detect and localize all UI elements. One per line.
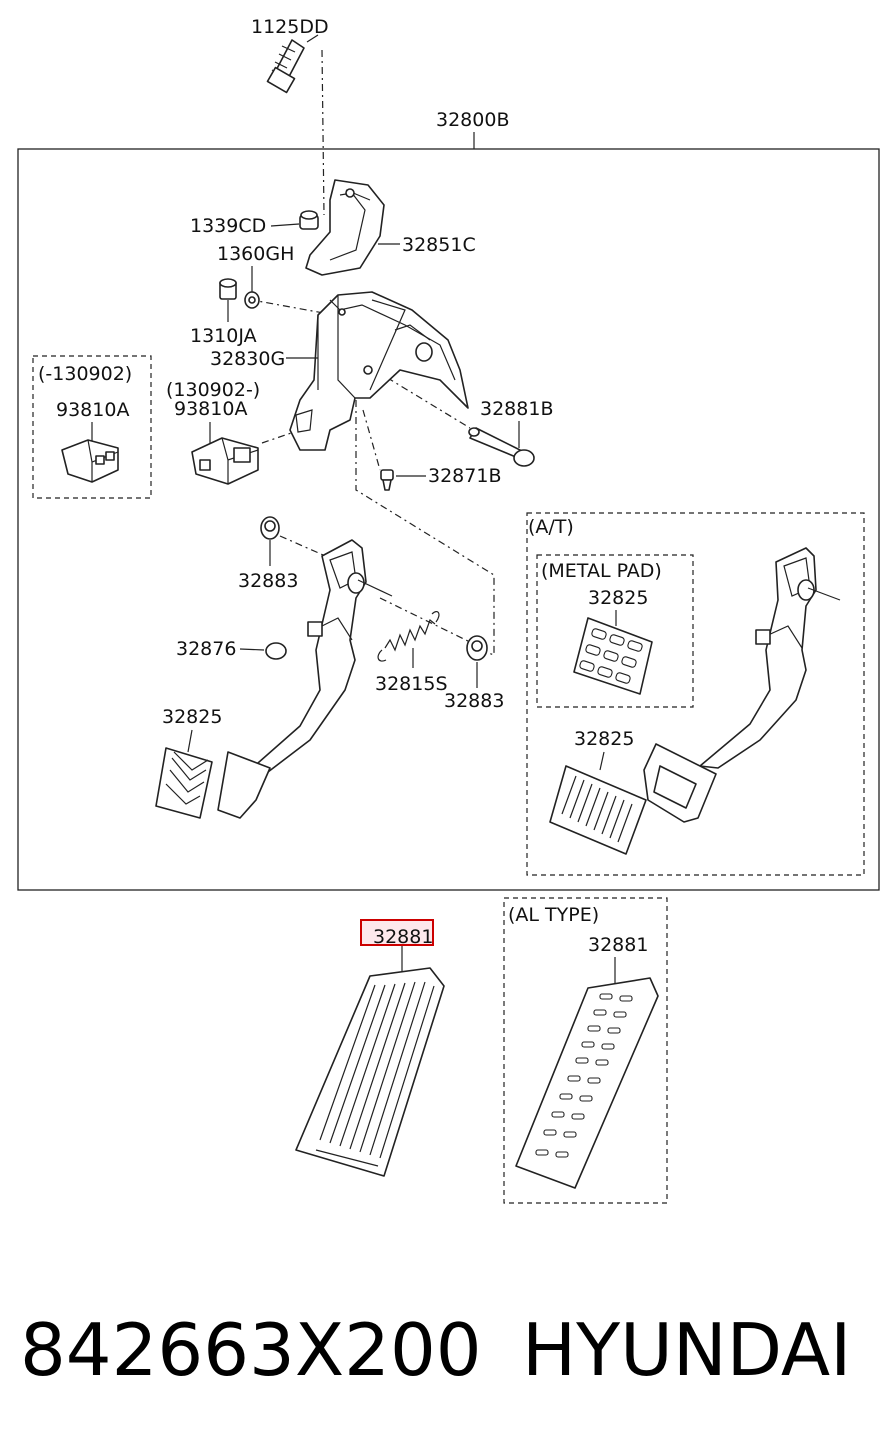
box-old-switch bbox=[32, 355, 152, 499]
box-al-type bbox=[503, 897, 668, 1204]
box-metal-pad bbox=[536, 554, 694, 708]
label-32825-metal: 32825 bbox=[588, 587, 648, 609]
label-32851c: 32851C bbox=[402, 234, 476, 256]
nut-1339cd bbox=[299, 210, 319, 230]
bushing-32883-upper bbox=[260, 516, 280, 540]
metal-pad-32825 bbox=[573, 617, 653, 695]
bushing-32883-lower bbox=[466, 635, 488, 661]
switch-93810a-old bbox=[61, 439, 119, 483]
label-32883-upper: 32883 bbox=[238, 570, 298, 592]
at-pedal-arm bbox=[643, 547, 841, 823]
label-32881b: 32881B bbox=[480, 398, 553, 420]
al-type-pad-32881 bbox=[515, 977, 659, 1189]
switch-93810a-new bbox=[191, 437, 259, 485]
label-32883-lower: 32883 bbox=[444, 690, 504, 712]
label-32825-at: 32825 bbox=[574, 728, 634, 750]
label-32881-al: 32881 bbox=[588, 934, 648, 956]
bolt-32871b bbox=[380, 469, 394, 491]
label-32800b: 32800B bbox=[436, 109, 509, 131]
brand-name: HYUNDAI bbox=[522, 1308, 852, 1392]
brake-pad-32825 bbox=[155, 747, 213, 819]
alignment-line bbox=[321, 49, 325, 216]
label-new-switch-title: (130902-) bbox=[166, 379, 260, 401]
parts-diagram: 1125DD 32800B 1339CD 32851C 1360GH 1310J… bbox=[17, 16, 880, 1204]
stopper-32876 bbox=[265, 642, 287, 660]
nut-1310ja bbox=[219, 278, 237, 300]
assembly-frame bbox=[17, 148, 880, 891]
box-at bbox=[526, 512, 865, 876]
pin-32881b bbox=[468, 427, 535, 467]
label-32815s: 32815S bbox=[375, 673, 448, 695]
label-32825-brake: 32825 bbox=[162, 706, 222, 728]
box-metal-pad-title: (METAL PAD) bbox=[541, 560, 662, 582]
label-1310ja: 1310JA bbox=[190, 325, 257, 347]
box-at-title: (A/T) bbox=[528, 516, 574, 538]
member-32830g bbox=[289, 291, 469, 451]
label-1360gh: 1360GH bbox=[217, 243, 294, 265]
accelerator-pad-32881 bbox=[295, 967, 445, 1177]
highlight-box-32881 bbox=[360, 919, 434, 946]
label-93810a-new: 93810A bbox=[174, 398, 247, 420]
box-al-type-title: (AL TYPE) bbox=[508, 904, 599, 926]
washer-1360gh bbox=[244, 291, 260, 309]
label-1125dd: 1125DD bbox=[251, 16, 329, 38]
part-number: 842663X200 bbox=[20, 1308, 482, 1392]
label-32876: 32876 bbox=[176, 638, 236, 660]
label-1339cd: 1339CD bbox=[190, 215, 266, 237]
at-brake-pad-32825 bbox=[549, 765, 647, 855]
bolt-1125dd bbox=[266, 39, 305, 94]
label-93810a-old: 93810A bbox=[56, 399, 129, 421]
brake-pedal-arm bbox=[217, 539, 393, 819]
spring-32815s bbox=[377, 610, 440, 662]
bracket-32851c bbox=[305, 179, 385, 276]
label-32871b: 32871B bbox=[428, 465, 501, 487]
label-32881-highlight: 32881 bbox=[373, 926, 433, 948]
box-old-switch-title: (-130902) bbox=[38, 363, 132, 385]
label-32830g: 32830G bbox=[210, 348, 285, 370]
